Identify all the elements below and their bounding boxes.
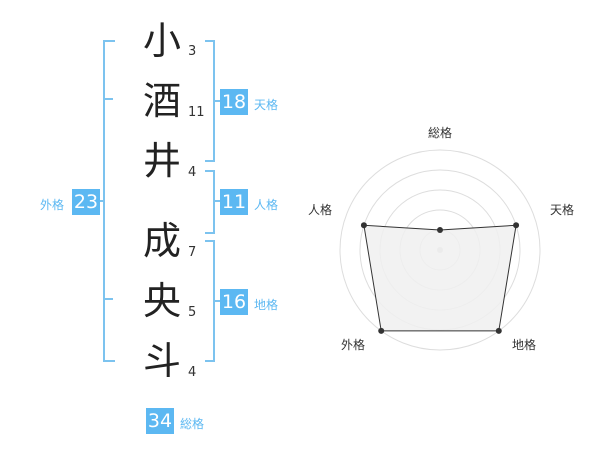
radar-axis-label-jinkaku: 人格 — [308, 203, 333, 217]
stroke-count-5: 5 — [188, 305, 197, 320]
radar-points — [360, 222, 520, 334]
radar-polygon — [363, 224, 517, 332]
name-char-3: 井 — [142, 139, 181, 183]
stroke-count-1: 3 — [188, 44, 197, 59]
gaikaku-bracket-tick — [97, 200, 105, 202]
gaikaku-badge: 23 — [72, 189, 100, 215]
radar-axis-label-chikaku: 地格 — [512, 338, 537, 352]
chikaku-label: 地格 — [254, 298, 279, 312]
tenkaku-badge: 18 — [220, 89, 248, 115]
gaikaku-label: 外格 — [40, 198, 65, 212]
radar-grid-ring — [339, 149, 541, 351]
stroke-count-3: 4 — [188, 165, 197, 180]
soukaku-label: 総格 — [180, 417, 205, 431]
jinkaku-bracket — [205, 170, 215, 234]
radar-point-3 — [378, 327, 385, 334]
gaikaku-bracket-mid-tick — [103, 98, 113, 100]
name-char-1: 小 — [142, 19, 181, 63]
chikaku-badge: 16 — [220, 289, 248, 315]
jinkaku-bracket-tick — [214, 200, 222, 202]
jinkaku-badge: 11 — [220, 189, 248, 215]
soukaku-badge: 34 — [146, 408, 174, 434]
radar-axis-label-tenkaku: 天格 — [550, 203, 575, 217]
radar-point-1 — [513, 222, 520, 229]
name-char-2: 酒 — [142, 79, 181, 123]
radar-point-4 — [360, 222, 367, 229]
stroke-count-2: 11 — [188, 105, 205, 120]
name-char-5: 央 — [142, 279, 181, 323]
gaikaku-bracket-mid-tick-2 — [103, 298, 113, 300]
radar-point-0 — [437, 227, 443, 233]
radar-axis-label-soukaku: 総格 — [428, 126, 453, 140]
radar-axis-label-gaikaku: 外格 — [341, 338, 366, 352]
radar-point-2 — [495, 327, 502, 334]
stroke-count-4: 7 — [188, 245, 197, 260]
stroke-count-6: 4 — [188, 365, 197, 380]
tenkaku-bracket-tick — [214, 100, 222, 102]
name-char-6: 斗 — [142, 339, 181, 383]
chikaku-bracket-tick — [214, 300, 222, 302]
jinkaku-label: 人格 — [254, 198, 279, 212]
tenkaku-label: 天格 — [254, 98, 279, 112]
name-char-4: 成 — [142, 219, 181, 263]
